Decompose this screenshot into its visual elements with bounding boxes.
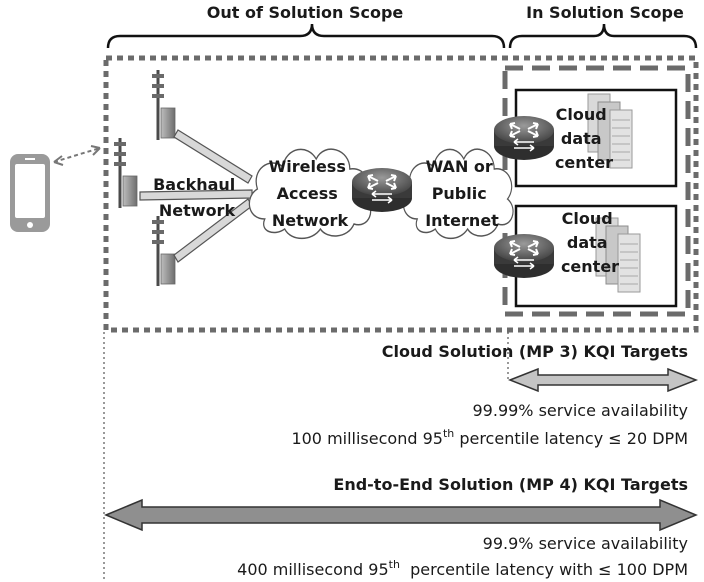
smartphone-icon xyxy=(10,154,50,232)
datacenter-2-label: Cloud data center xyxy=(561,209,619,276)
cloud-latency-text: 100 millisecond 95th percentile latency … xyxy=(291,427,688,448)
wan-public-internet-label: WAN or Public Internet xyxy=(425,157,499,230)
out-scope-brace xyxy=(106,23,506,49)
router-icon-core xyxy=(351,167,413,213)
backhaul-network-label: Backhaul Network xyxy=(153,175,241,220)
e2e-kqi-title: End-to-End Solution (MP 4) KQI Targets xyxy=(333,475,688,494)
cell-tower-icon-middle xyxy=(113,137,138,209)
wireless-link-icon xyxy=(53,145,101,166)
in-scope-label: In Solution Scope xyxy=(526,3,684,22)
solution-boundary xyxy=(103,55,699,333)
cell-tower-icon-bottom xyxy=(151,215,176,287)
out-of-scope-label: Out of Solution Scope xyxy=(207,3,404,22)
cloud-kqi-title: Cloud Solution (MP 3) KQI Targets xyxy=(382,342,688,361)
backhaul-links xyxy=(139,129,253,263)
datacenter-1-label: Cloud data center xyxy=(555,105,613,172)
router-icon-datacenter-2 xyxy=(493,233,555,279)
cell-tower-icon-top xyxy=(151,69,176,141)
e2e-latency-text: 400 millisecond 95th percentile latency … xyxy=(237,558,688,579)
e2e-scope-arrow xyxy=(104,498,698,532)
cloud-scope-arrow xyxy=(507,367,699,393)
in-scope-brace xyxy=(508,23,698,49)
router-icon-datacenter-1 xyxy=(493,115,555,161)
e2e-availability-text: 99.9% service availability xyxy=(483,534,688,553)
cloud-availability-text: 99.99% service availability xyxy=(473,401,689,420)
wireless-access-network-label: Wireless Access Network xyxy=(269,157,352,230)
